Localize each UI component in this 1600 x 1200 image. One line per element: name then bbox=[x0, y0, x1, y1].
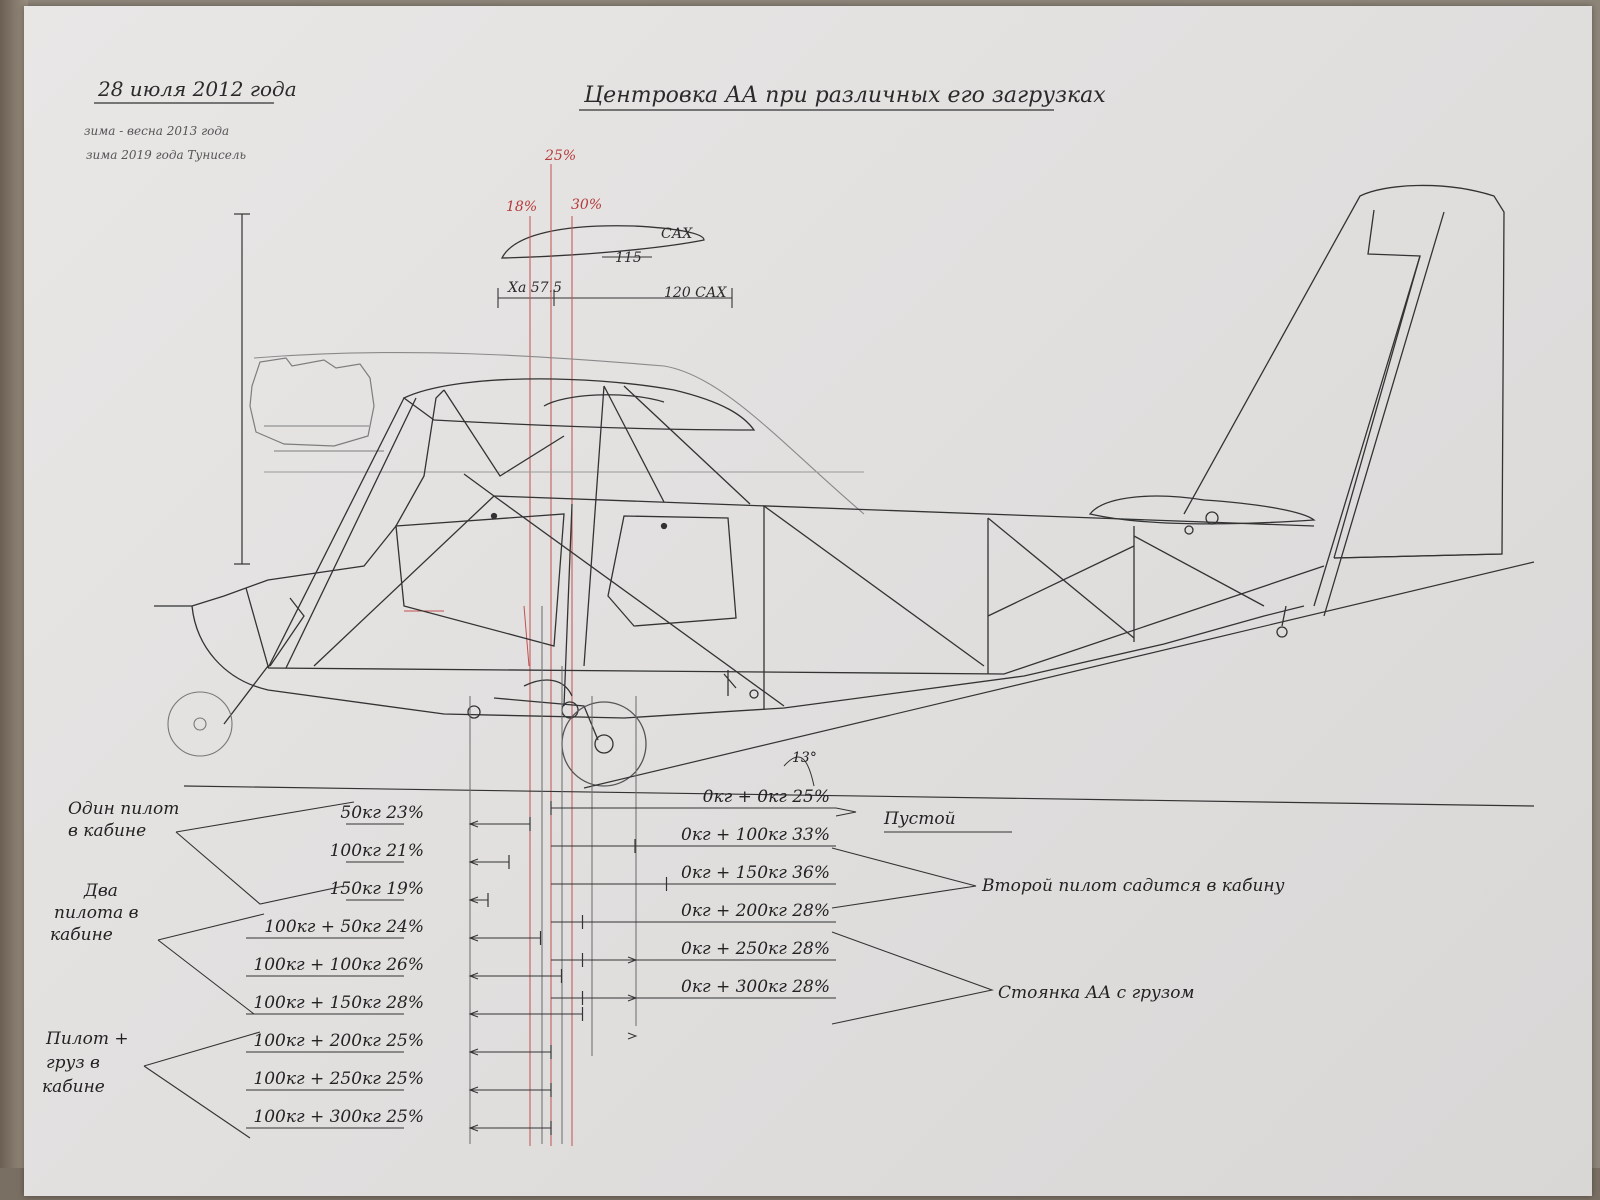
left-load-row: 100кг 21% bbox=[330, 841, 510, 869]
aircraft-side-view bbox=[154, 184, 1505, 787]
left-load-row: 100кг + 300кг 25% bbox=[246, 1107, 552, 1135]
left-load-row-label: 100кг + 50кг 24% bbox=[264, 917, 424, 937]
group-two-pilots-line-3: кабине bbox=[50, 925, 113, 945]
group-pilot-cargo-line-3: кабине bbox=[42, 1077, 105, 1097]
right-load-row: 0кг + 200кг 28% bbox=[551, 901, 836, 964]
left-load-row-arrowhead bbox=[468, 896, 479, 904]
left-load-row: 100кг + 250кг 25% bbox=[246, 1069, 552, 1097]
drawing-sheet: 28 июля 2012 года зима - весна 2013 года… bbox=[24, 6, 1592, 1196]
drawing-date: 28 июля 2012 года bbox=[97, 77, 297, 101]
left-load-row-label: 100кг + 250кг 25% bbox=[253, 1069, 424, 1089]
load-groups: Один пилот в кабине Два пилота в кабине … bbox=[42, 799, 355, 1139]
mac-xa-label: Xa 57.5 bbox=[507, 280, 562, 296]
group-pilot-cargo-line-1: Пилот + bbox=[45, 1029, 129, 1049]
background-wall bbox=[0, 0, 28, 1200]
station-lines bbox=[469, 606, 637, 1144]
mac-sax-label: 120 САХ bbox=[664, 285, 727, 301]
left-load-row-arrowhead bbox=[468, 934, 479, 942]
left-load-row-label: 150кг 19% bbox=[330, 879, 424, 899]
annotation-parking: Стоянка АА с грузом bbox=[998, 983, 1195, 1003]
mac-label: САХ bbox=[661, 226, 693, 242]
left-load-row-arrowhead bbox=[468, 1048, 479, 1056]
right-load-row-label: 0кг + 100кг 33% bbox=[681, 825, 830, 845]
group-pilot-cargo-line-2: груз в bbox=[46, 1053, 100, 1073]
group-one-pilot-line-2: в кабине bbox=[68, 821, 146, 841]
centering-drawing: 28 июля 2012 года зима - весна 2013 года… bbox=[42, 77, 1535, 1146]
drawing-title: Центровка АА при различных его загрузках bbox=[583, 83, 1106, 108]
left-load-row-label: 50кг 23% bbox=[340, 803, 424, 823]
header: 28 июля 2012 года зима - весна 2013 года… bbox=[84, 77, 1106, 162]
left-load-row-label: 100кг + 200кг 25% bbox=[253, 1031, 424, 1051]
left-load-row-label: 100кг + 100кг 26% bbox=[253, 955, 424, 975]
annotation-empty: Пустой bbox=[883, 809, 956, 829]
drawing-note-2: зима 2019 года Тунисель bbox=[86, 148, 246, 162]
left-load-row: 100кг + 150кг 28% bbox=[246, 993, 584, 1021]
right-load-row-arrowhead bbox=[627, 1032, 638, 1040]
right-load-row-label: 0кг + 150кг 36% bbox=[681, 863, 830, 883]
mac-reference: 25% 18% 30% САХ 115 Xa 57.5 120 САХ bbox=[234, 148, 733, 565]
drawing-note-1: зима - весна 2013 года bbox=[84, 124, 229, 138]
left-load-row: 50кг 23% bbox=[340, 803, 531, 831]
left-load-row-arrowhead bbox=[468, 1010, 479, 1018]
left-load-row-arrowhead bbox=[468, 858, 479, 866]
group-one-pilot-line-1: Один пилот bbox=[68, 799, 179, 819]
right-load-row-label: 0кг + 0кг 25% bbox=[703, 787, 830, 807]
mac-chord-mark: 115 bbox=[615, 250, 642, 266]
left-load-row: 100кг + 200кг 25% bbox=[246, 1031, 552, 1059]
right-load-row: 0кг + 300кг 28% bbox=[551, 977, 836, 1040]
mac-airfoil bbox=[500, 225, 705, 259]
left-load-row-label: 100кг + 300кг 25% bbox=[253, 1107, 424, 1127]
annotation-second-pilot: Второй пилот садится в кабину bbox=[981, 876, 1285, 896]
right-load-row: 0кг + 0кг 25% bbox=[550, 787, 836, 815]
left-load-row-arrowhead bbox=[468, 972, 479, 980]
ground-lines: 13° bbox=[183, 561, 1535, 807]
left-load-row: 100кг + 100кг 26% bbox=[246, 955, 563, 983]
load-annotations: Пустой Второй пилот садится в кабину Сто… bbox=[831, 807, 1285, 1025]
mac-center-percent: 25% bbox=[544, 148, 576, 164]
mac-fwd-percent: 18% bbox=[506, 199, 537, 215]
left-load-row-arrowhead bbox=[468, 820, 479, 828]
left-load-row: 150кг 19% bbox=[330, 879, 489, 907]
left-load-row-arrowhead bbox=[468, 1086, 479, 1094]
right-load-row-label: 0кг + 300кг 28% bbox=[681, 977, 830, 997]
left-load-row-arrowhead bbox=[468, 1124, 479, 1132]
left-load-row-label: 100кг + 150кг 28% bbox=[253, 993, 424, 1013]
left-load-row-label: 100кг 21% bbox=[330, 841, 424, 861]
left-load-row: 100кг + 50кг 24% bbox=[246, 917, 542, 945]
group-two-pilots-line-1: Два bbox=[83, 881, 118, 901]
right-load-row-label: 0кг + 250кг 28% bbox=[681, 939, 830, 959]
mac-aft-percent: 30% bbox=[571, 197, 602, 213]
cg-reference-lines bbox=[404, 164, 573, 1146]
ground-angle-label: 13° bbox=[792, 750, 817, 766]
right-load-row: 0кг + 100кг 33% bbox=[551, 825, 836, 853]
load-cases: 50кг 23% 100кг 21% 150кг 19% 100кг + 50кг 2… bbox=[246, 787, 836, 1135]
right-load-row-label: 0кг + 200кг 28% bbox=[681, 901, 830, 921]
right-load-row: 0кг + 150кг 36% bbox=[551, 863, 836, 891]
group-two-pilots-line-2: пилота в bbox=[54, 903, 139, 923]
